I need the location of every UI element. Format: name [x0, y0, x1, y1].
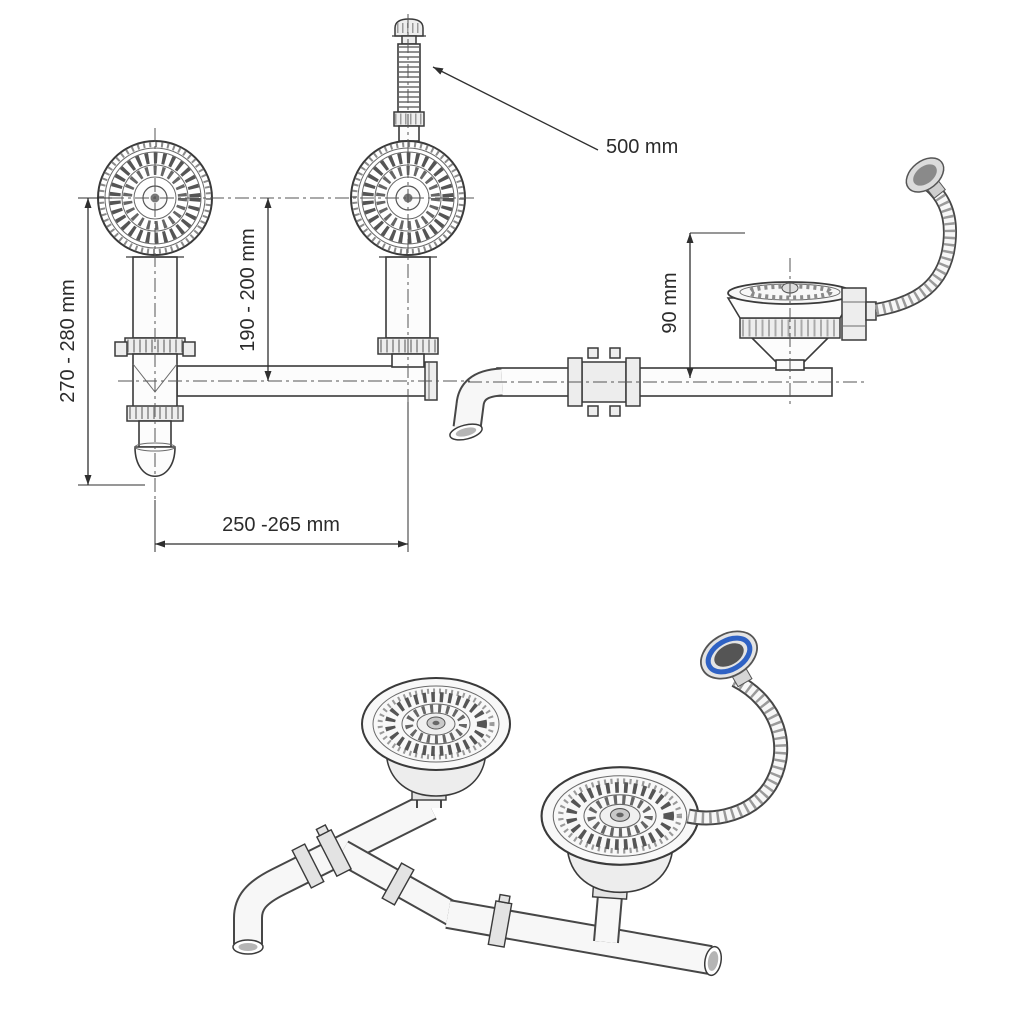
strainer-knob-center — [616, 812, 624, 818]
strainer-ring-4 — [133, 176, 177, 220]
side-strainer — [726, 281, 877, 371]
secondary-run-fill — [445, 901, 713, 973]
elbow-outlet — [449, 423, 483, 441]
front-view — [97, 18, 466, 477]
centerlines — [85, 14, 868, 508]
union-bolt-bottom-left — [587, 405, 599, 417]
pipe-elbow — [449, 367, 504, 441]
outlet-bore — [238, 943, 258, 951]
secondary-run-end — [703, 945, 723, 977]
strainer-3d-left — [361, 677, 511, 797]
hose-clamp-2 — [291, 843, 325, 889]
strainer-knob-center — [432, 720, 440, 726]
strainer-slots-inner — [405, 704, 467, 744]
overflow-hose-side — [874, 178, 957, 317]
union-bolt-top-left — [587, 347, 599, 359]
dim-label-hose-length: 500 mm — [606, 136, 678, 158]
elbow-fill — [454, 369, 504, 430]
pipe-union — [567, 347, 641, 417]
screw-collar — [398, 125, 420, 142]
hose-clamp-4 — [487, 893, 513, 948]
main-run-fill — [235, 794, 436, 944]
screw-connector — [393, 111, 425, 127]
clamp-band — [291, 843, 325, 889]
render-3d — [232, 630, 789, 977]
union-bolt-bottom-right — [609, 405, 621, 417]
dim-label-overflow-height: 90 mm — [659, 272, 681, 333]
right-clamp-lug — [182, 341, 196, 357]
strainer-ring-1 — [372, 685, 500, 763]
outlet-bore — [455, 427, 477, 437]
overflow-cap-3d — [700, 630, 758, 688]
strainer-rim-ticks — [377, 688, 495, 760]
dimensions: 270 - 280 mm 190 - 200 mm 250 -265 mm 50… — [57, 66, 745, 552]
dimension-total-height: 270 - 280 mm — [57, 197, 145, 486]
strainer-ring-2 — [583, 794, 657, 838]
clamp-bolt — [315, 823, 330, 837]
dim-label-total-height: 270 - 280 mm — [57, 279, 79, 402]
dim-label-center-distance: 250 -265 mm — [222, 514, 340, 536]
strainer-slots-outer — [565, 782, 675, 850]
pipe-run-main — [232, 792, 437, 955]
strainer-slots-outer — [385, 692, 487, 756]
pipe-run-secondary — [445, 899, 723, 977]
screw-cap — [394, 18, 424, 37]
strainer-slots-inner — [123, 166, 187, 230]
strainer-ring-1 — [552, 775, 688, 857]
overflow-fitting — [841, 287, 867, 341]
trap-rim — [134, 442, 176, 452]
strainer-ring-2 — [401, 703, 471, 745]
left-clamp-lug — [114, 341, 128, 357]
leader-line — [432, 66, 599, 151]
hose-clamp-1 — [315, 823, 353, 878]
dimension-hose-length: 500 mm — [432, 66, 678, 158]
cap-blue-ring — [705, 635, 753, 675]
cap-face — [714, 643, 744, 667]
side-view — [449, 157, 957, 441]
strainer-slots-side — [747, 283, 833, 301]
hose-clamp-3 — [381, 862, 415, 906]
dimension-overflow-height: 90 mm — [659, 232, 745, 378]
clamp-bolt — [498, 893, 511, 905]
hose-corrugation — [686, 675, 787, 824]
clamp-band — [381, 862, 415, 906]
dim-label-strainer-to-pipe: 190 - 200 mm — [237, 228, 259, 351]
strainer-rim-ticks — [99, 142, 211, 254]
overflow-hose-3d — [686, 673, 789, 826]
hose-corrugation — [875, 179, 956, 316]
overflow-head-side — [905, 157, 946, 199]
strainer-slots-inner — [587, 795, 653, 837]
hose-connector-side — [865, 301, 877, 321]
strainer-3d-right — [540, 766, 700, 894]
head-face — [913, 164, 937, 186]
union-bolt-top-right — [609, 347, 621, 359]
screw-neck — [401, 35, 417, 45]
dimension-center-distance: 250 -265 mm — [154, 402, 409, 552]
strainer-rim-ticks — [557, 778, 683, 854]
dimension-strainer-to-pipe: 190 - 200 mm — [237, 198, 272, 381]
end-bore — [707, 951, 719, 971]
overflow-screw — [392, 18, 426, 142]
